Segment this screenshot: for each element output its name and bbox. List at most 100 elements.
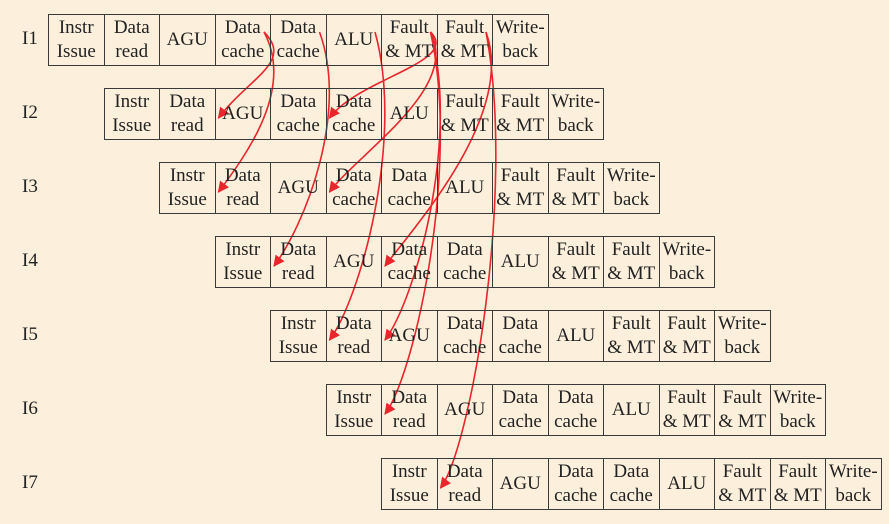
stage-cell: AGU xyxy=(270,162,327,214)
stage-line-2: read xyxy=(392,411,426,432)
stage-cell: Data read xyxy=(214,162,271,214)
stage-line-1: Data xyxy=(446,461,483,482)
row-label: I5 xyxy=(22,324,38,345)
stage-line-1: Data xyxy=(169,91,206,112)
stage-line-1: Data xyxy=(224,165,261,186)
dependency-arrow xyxy=(384,31,493,267)
stage-cell: Fault& MT xyxy=(714,384,771,436)
stage-line-1: Data xyxy=(446,239,483,260)
stage-line-2: read xyxy=(226,189,260,210)
stage-line-1: Write- xyxy=(717,313,767,334)
stage-cell: AGU xyxy=(436,384,493,436)
stage-line-1: ALU xyxy=(556,325,596,346)
row-label: I1 xyxy=(22,28,38,49)
stage-line-1: Write- xyxy=(773,387,823,408)
stage-line-1: Write- xyxy=(551,91,601,112)
stage-line-1: Data xyxy=(224,17,261,38)
stage-line-1: Data xyxy=(391,387,428,408)
stage-line-2: & MT xyxy=(718,485,767,506)
stage-line-2: & MT xyxy=(662,411,711,432)
stage-line-1: Fault xyxy=(500,91,540,112)
stage-line-1: Fault xyxy=(722,461,762,482)
stage-line-1: Write- xyxy=(606,165,656,186)
stage-line-2: back xyxy=(613,189,650,210)
stage-line-1: Data xyxy=(391,165,428,186)
stage-cell: Data cache xyxy=(436,310,493,362)
row-label: I6 xyxy=(22,398,38,419)
stage-cell: ALU xyxy=(492,236,549,288)
stage-cell: AGU xyxy=(159,14,216,66)
stage-cell: Fault& MT xyxy=(436,14,493,66)
stage-line-1: AGU xyxy=(499,473,541,494)
stage-line-1: Fault xyxy=(722,387,762,408)
stage-line-1: Data xyxy=(613,461,650,482)
stage-cell: AGU xyxy=(381,310,438,362)
stage-line-2: cache xyxy=(554,411,598,432)
stage-line-2: Issue xyxy=(223,263,263,284)
stage-cell: Fault& MT xyxy=(547,162,604,214)
stage-line-2: cache xyxy=(554,485,598,506)
stage-line-1: ALU xyxy=(445,177,485,198)
stage-line-1: Data xyxy=(502,387,539,408)
stage-line-1: Data xyxy=(280,17,317,38)
dependency-arrow xyxy=(273,31,331,267)
stage-cell: ALU xyxy=(658,458,715,510)
stage-line-1: Data xyxy=(446,313,483,334)
stage-line-2: & MT xyxy=(551,263,600,284)
stage-line-1: Write- xyxy=(495,17,545,38)
stage-line-2: Issue xyxy=(389,485,429,506)
stage-line-1: Data xyxy=(280,91,317,112)
stage-line-2: cache xyxy=(609,485,653,506)
stage-line-2: & MT xyxy=(440,115,489,136)
stage-line-2: Issue xyxy=(278,337,318,358)
stage-line-2: cache xyxy=(443,337,487,358)
stage-cell: Fault& MT xyxy=(436,88,493,140)
stage-line-2: cache xyxy=(276,115,320,136)
stage-line-2: back xyxy=(668,263,705,284)
stage-cell: Fault& MT xyxy=(547,236,604,288)
stage-line-2: back xyxy=(724,337,761,358)
stage-line-2: read xyxy=(170,115,204,136)
stage-line-2: cache xyxy=(276,41,320,62)
stage-line-2: back xyxy=(557,115,594,136)
stage-line-1: Instr xyxy=(169,165,205,186)
stage-line-1: ALU xyxy=(611,399,651,420)
stage-cell: Fault & MT xyxy=(658,384,715,436)
stage-line-1: Data xyxy=(280,239,317,260)
stage-line-2: & MT xyxy=(607,263,656,284)
stage-line-1: Write- xyxy=(828,461,878,482)
stage-cell: Write-back xyxy=(658,236,715,288)
stage-line-2: & MT xyxy=(662,337,711,358)
stage-line-2: cache xyxy=(221,41,265,62)
stage-cell: ALU xyxy=(436,162,493,214)
stage-cell: AGU xyxy=(325,236,382,288)
stage-line-2: read xyxy=(448,485,482,506)
row-label: I7 xyxy=(22,472,38,493)
stage-line-1: Fault xyxy=(667,387,707,408)
stage-line-2: read xyxy=(115,41,149,62)
stage-cell: Write-back xyxy=(825,458,882,510)
stage-cell: ALU xyxy=(547,310,604,362)
stage-line-1: Data xyxy=(391,239,428,260)
stage-cell: Fault& MT xyxy=(492,88,549,140)
stage-line-1: Instr xyxy=(58,17,94,38)
stage-line-2: Issue xyxy=(167,189,207,210)
stage-line-1: Fault xyxy=(611,239,651,260)
stage-line-2: read xyxy=(281,263,315,284)
stage-line-2: back xyxy=(835,485,872,506)
stage-line-2: back xyxy=(502,41,539,62)
stage-cell: Write-back xyxy=(547,88,604,140)
stage-line-1: ALU xyxy=(500,251,540,272)
